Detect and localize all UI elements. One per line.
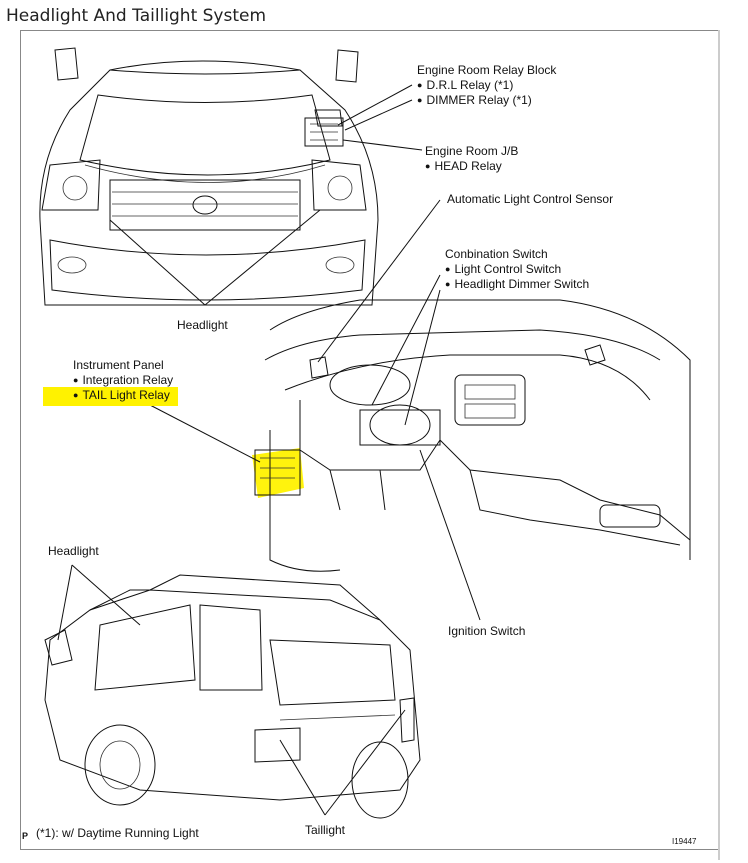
- leader-lines: [57, 84, 481, 816]
- engine-room-jb-label: Engine Room J/B: [425, 144, 519, 158]
- footnote-text: (*1): w/ Daytime Running Light: [36, 826, 199, 840]
- light-control-switch-label: Light Control Switch: [445, 262, 561, 278]
- drl-relay-label: D.R.L Relay (*1): [417, 78, 513, 94]
- headlight-bottom-label: Headlight: [48, 544, 99, 558]
- instrument-panel-label: Instrument Panel: [73, 358, 164, 372]
- footnote-marker: P: [22, 831, 29, 841]
- head-relay-label: HEAD Relay: [425, 159, 501, 175]
- page-title: Headlight And Taillight System: [6, 6, 267, 26]
- auto-light-sensor-label: Automatic Light Control Sensor: [447, 192, 614, 206]
- rear-vehicle-drawing: [44, 574, 421, 819]
- integration-relay-label: Integration Relay: [73, 373, 173, 389]
- scroll-edge: [718, 30, 720, 860]
- tail-light-relay-label: TAIL Light Relay: [73, 388, 169, 402]
- headlight-dimmer-switch-label: Headlight Dimmer Switch: [445, 277, 589, 293]
- tail-light-relay-highlight: [252, 448, 304, 498]
- engine-room-relay-block-label: Engine Room Relay Block: [417, 63, 557, 77]
- figure-id: I19447: [672, 837, 697, 846]
- headlight-top-label: Headlight: [177, 318, 228, 332]
- front-vehicle-drawing: [39, 47, 379, 306]
- ignition-switch-label: Ignition Switch: [448, 624, 526, 638]
- combination-switch-label: Conbination Switch: [445, 247, 548, 261]
- tail-light-relay-highlighted: TAIL Light Relay: [43, 387, 178, 406]
- dimmer-relay-label: DIMMER Relay (*1): [417, 93, 531, 109]
- taillight-label: Taillight: [305, 823, 346, 837]
- dashboard-drawing: [254, 299, 691, 572]
